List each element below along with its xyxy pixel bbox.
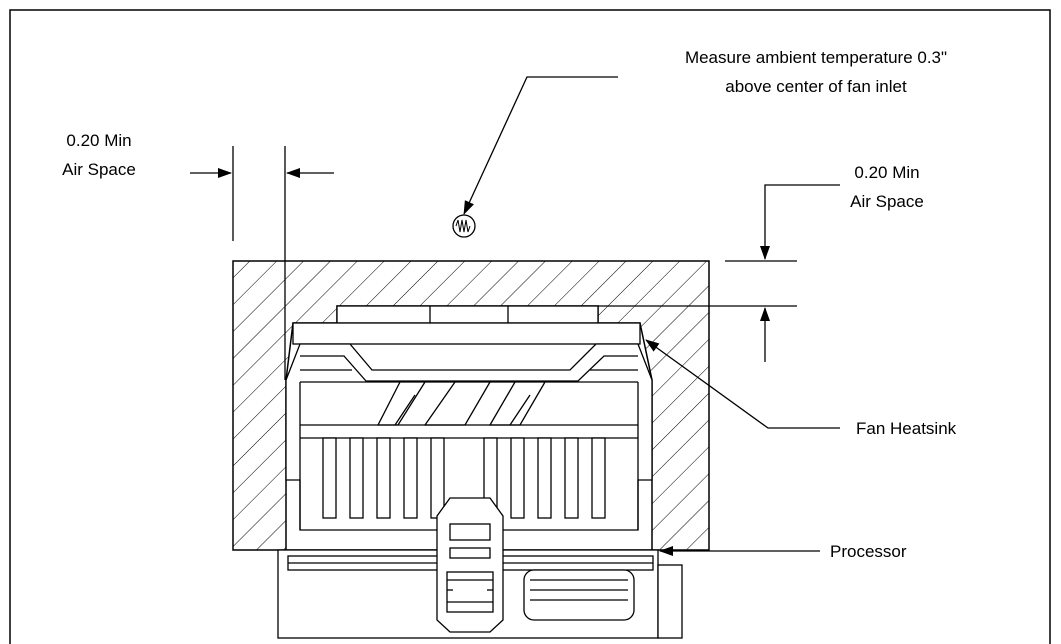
- processor-label: Processor: [830, 542, 907, 561]
- figure-frame: [9, 9, 1051, 644]
- retention-clip: [436, 497, 504, 633]
- fan-heatsink: [285, 305, 653, 531]
- fan-top-plate: [336, 305, 599, 324]
- fan-housing: [292, 322, 641, 345]
- fan-heatsink-label: Fan Heatsink: [856, 419, 957, 438]
- ambient-label-line2: above center of fan inlet: [725, 77, 907, 96]
- left-air-space-label-line1: 0.20 Min: [66, 131, 131, 150]
- left-air-space-dimension: [190, 146, 334, 380]
- right-air-space-label-line2: Air Space: [850, 192, 924, 211]
- ambient-label-line1: Measure ambient temperature 0.3": [685, 48, 947, 67]
- processor-connector: [523, 569, 635, 621]
- fan-heatsink-leader: [645, 339, 840, 429]
- left-air-space-label-line2: Air Space: [62, 160, 136, 179]
- right-air-space-label-line1: 0.20 Min: [854, 163, 919, 182]
- ambient-sensor-callout: [452, 76, 618, 238]
- right-air-space-dimension: [598, 184, 840, 362]
- fan-blades: [376, 381, 547, 426]
